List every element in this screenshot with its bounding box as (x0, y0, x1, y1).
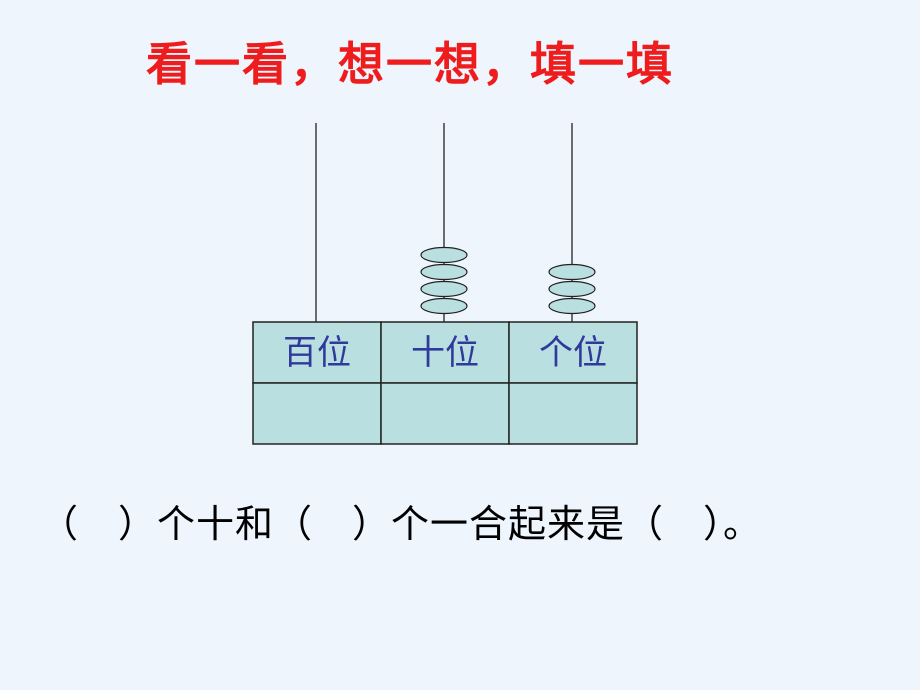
abacus-beads (420, 246, 596, 315)
place-label: 百位 (283, 333, 351, 373)
bead (420, 280, 468, 298)
place-value-table: 百位 十位 个位 (252, 321, 638, 445)
place-label: 十位 (411, 333, 479, 373)
bead (548, 263, 596, 281)
answer-cell (252, 382, 382, 445)
page-title: 看一看，想一想，填一填 (146, 37, 674, 91)
bead (548, 297, 596, 315)
fill-in-question: （ ）个十和（ ）个一合起来是（ ）。 (40, 502, 763, 546)
answer-cell (380, 382, 510, 445)
header-cell (508, 321, 638, 384)
bead (548, 280, 596, 298)
bead (420, 297, 468, 315)
bead (420, 263, 468, 281)
answer-cell (508, 382, 638, 445)
bead (420, 246, 468, 264)
place-label: 个位 (539, 333, 607, 373)
